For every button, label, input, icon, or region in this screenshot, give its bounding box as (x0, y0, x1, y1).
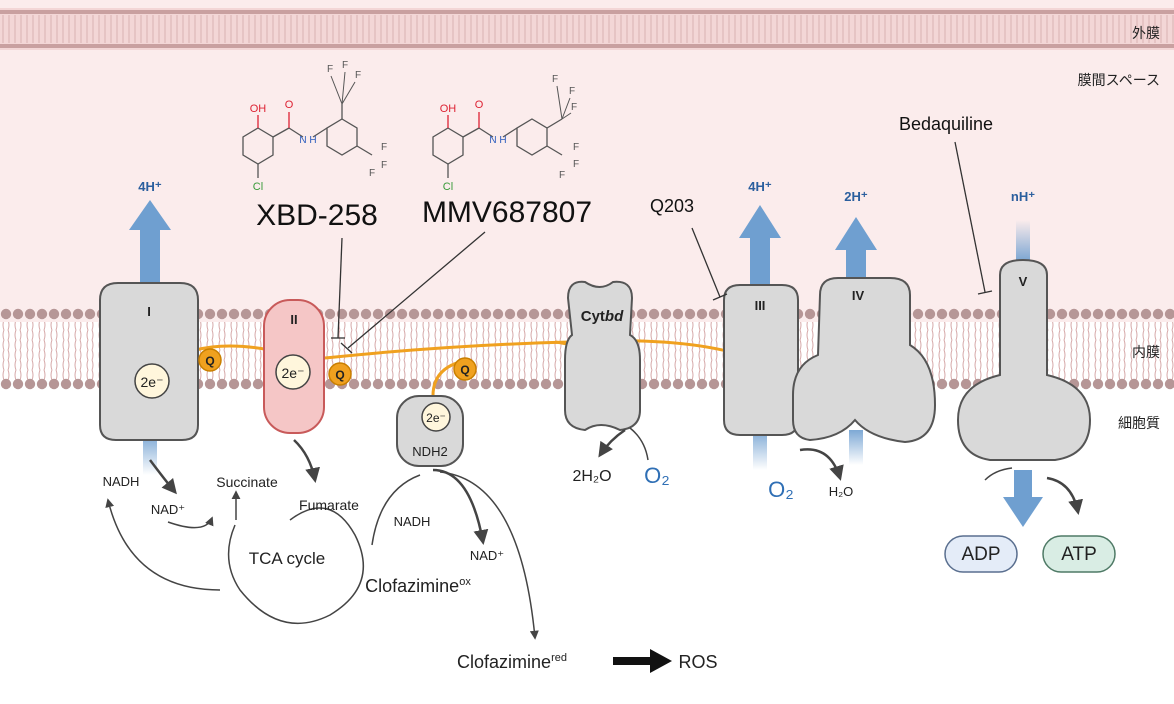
proton-label-complex-3: 4H⁺ (748, 179, 772, 194)
svg-text:Q: Q (335, 368, 344, 382)
complex-1-label: I (147, 304, 151, 319)
cytoplasm-label: 細胞質 (1118, 415, 1160, 431)
xbd-258-label: XBD-258 (256, 199, 378, 232)
mmv-nh: N H (489, 135, 506, 146)
complex-4 (792, 277, 937, 444)
electron-ndh2 (421, 402, 451, 432)
h2o-complex-4-label: H₂O (829, 484, 854, 499)
h2o-cytbd-label: 2H₂O (572, 468, 611, 485)
bedaquiline-label: Bedaquiline (899, 114, 993, 134)
complex-3-label: III (755, 298, 766, 313)
xbd-oh: OH (250, 103, 267, 115)
nad-ndh2-label: NAD⁺ (470, 548, 504, 563)
ros-label: ROS (678, 652, 717, 672)
fumarate-label: Fumarate (299, 497, 359, 513)
nadh-ndh2-label: NADH (394, 514, 431, 529)
mmv-f2: F (569, 86, 575, 97)
succinate-label: Succinate (216, 474, 278, 490)
svg-text:Q: Q (460, 363, 469, 377)
mmv-f3: F (571, 102, 577, 113)
complex-1 (99, 282, 199, 441)
o2-cytbd-label: O₂ (644, 463, 670, 488)
xbd-f6: F (369, 168, 375, 179)
proton-label-complex-4: 2H⁺ (844, 189, 868, 204)
proton-label-complex-5: nH⁺ (1011, 189, 1035, 204)
complex-5 (956, 258, 1092, 461)
inner-membrane-label: 内膜 (1132, 344, 1160, 360)
mmv-cl: Cl (443, 181, 453, 193)
electron-label-complex-2: 2e⁻ (282, 365, 305, 381)
mmv687807-label: MMV687807 (422, 196, 592, 229)
cytbd-label: Cytbd (581, 308, 624, 325)
q203-label: Q203 (650, 196, 694, 216)
cytbd-complex (564, 280, 641, 432)
inhibition-lines (331, 141, 993, 354)
mmv687807-structure (432, 112, 563, 178)
ros-arrow (613, 649, 672, 673)
adp-label: ADP (961, 544, 1000, 565)
complex-4-label: IV (852, 288, 865, 303)
xbd-nh: N H (299, 135, 316, 146)
intermembrane-background (0, 0, 1174, 322)
atp-pill (1042, 535, 1116, 573)
nadh-label: NADH (103, 474, 140, 489)
outer-membrane-label: 外膜 (1132, 25, 1160, 41)
proton-tail-complex-4 (849, 430, 863, 465)
electron-complex-2 (275, 354, 311, 390)
mmv-f5: F (573, 159, 579, 170)
atp-label: ATP (1061, 544, 1097, 565)
quinone-2: Q (328, 362, 352, 386)
xbd-f4: F (381, 142, 387, 153)
proton-arrow-complex-3 (739, 205, 781, 290)
atp-synthase-arrow (1003, 470, 1043, 527)
o2-complex-4-label: O₂ (768, 477, 794, 502)
proton-arrow-complex-1 (129, 200, 171, 292)
metabolic-arrows (105, 427, 1083, 640)
xbd-f2: F (342, 60, 348, 71)
electron-complex-1 (134, 363, 170, 399)
mmv-f4: F (573, 142, 579, 153)
proton-in-complex-5 (1016, 220, 1030, 265)
proton-tail-complex-3 (753, 430, 767, 470)
xbd-o: O (285, 99, 294, 111)
complex-5-label: V (1019, 274, 1028, 289)
xbd-258-structure (242, 104, 373, 178)
svg-text:Q: Q (205, 354, 214, 368)
quinone-3: Q (453, 357, 477, 381)
complex-2-label: II (290, 312, 297, 327)
outer-membrane (0, 8, 1174, 50)
xbd-f5: F (381, 160, 387, 171)
adp-pill (944, 535, 1018, 573)
nad-label: NAD⁺ (151, 502, 185, 517)
xbd-cl: Cl (253, 181, 263, 193)
xbd-f3: F (355, 70, 361, 81)
mmv-f6: F (559, 170, 565, 181)
tca-cycle-label: TCA cycle (249, 549, 326, 568)
xbd-f1: F (327, 64, 333, 75)
electron-label-complex-1: 2e⁻ (141, 374, 164, 390)
clofazimine-ox-label: Clofazimineox (365, 576, 471, 596)
mmv-o: O (475, 99, 484, 111)
ndh2-label: NDH2 (412, 444, 447, 459)
quinone-1: Q (198, 348, 222, 372)
proton-arrow-complex-4 (835, 217, 877, 282)
proton-label-complex-1: 4H⁺ (138, 179, 162, 194)
intermembrane-label: 膜間スペース (1078, 72, 1160, 88)
mmv-f1: F (552, 74, 558, 85)
clofazimine-red-label: Clofaziminered (457, 652, 567, 672)
mmv-oh: OH (440, 103, 457, 115)
electron-label-ndh2: 2e⁻ (426, 411, 446, 425)
